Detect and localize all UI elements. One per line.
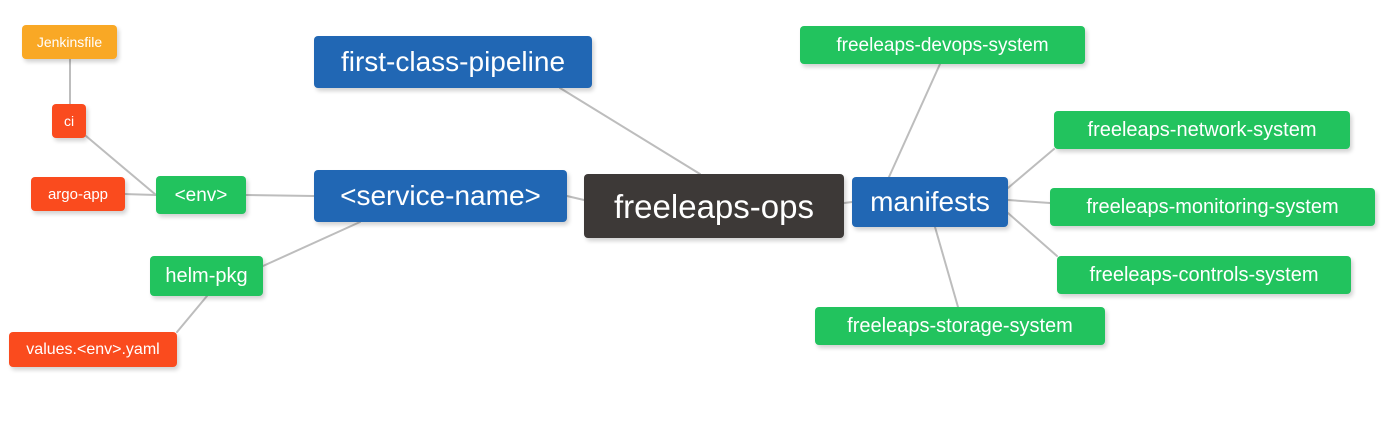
node-label: freeleaps-storage-system [847, 315, 1073, 337]
edge-manifests-to-freeleaps-network-system [1007, 148, 1055, 189]
node-jenkinsfile[interactable]: Jenkinsfile [22, 25, 117, 59]
node-freeleaps-storage-system[interactable]: freeleaps-storage-system [815, 307, 1105, 345]
edge-values-yaml-to-helm-pkg [176, 295, 208, 333]
node-label: freeleaps-controls-system [1089, 264, 1319, 286]
node-helm-pkg[interactable]: helm-pkg [150, 256, 263, 296]
node-values-yaml[interactable]: values.<env>.yaml [9, 332, 177, 367]
edge-manifests-to-freeleaps-storage-system [934, 226, 959, 308]
node-argo-app[interactable]: argo-app [31, 177, 125, 211]
edge-freeleaps-ops-to-manifests [843, 201, 853, 204]
edge-manifests-to-freeleaps-devops-system [888, 63, 941, 178]
edge-helm-pkg-to-service-name [262, 221, 361, 267]
node-freeleaps-monitoring-system[interactable]: freeleaps-monitoring-system [1050, 188, 1375, 226]
node-freeleaps-network-system[interactable]: freeleaps-network-system [1054, 111, 1350, 149]
node-label: freeleaps-monitoring-system [1086, 196, 1339, 218]
edge-env-to-service-name [245, 194, 315, 197]
edge-ci-to-env [85, 135, 157, 196]
node-label: helm-pkg [165, 265, 248, 287]
node-freeleaps-devops-system[interactable]: freeleaps-devops-system [800, 26, 1085, 64]
node-label: ci [63, 113, 75, 129]
node-label: freeleaps-network-system [1087, 119, 1317, 141]
node-freeleaps-ops[interactable]: freeleaps-ops [584, 174, 844, 238]
edge-manifests-to-freeleaps-monitoring-system [1007, 199, 1051, 204]
node-ci[interactable]: ci [52, 104, 86, 138]
node-env[interactable]: <env> [156, 176, 246, 214]
node-label: first-class-pipeline [340, 46, 566, 77]
node-label: <env> [174, 184, 228, 206]
node-freeleaps-controls-system[interactable]: freeleaps-controls-system [1057, 256, 1351, 294]
node-label: argo-app [47, 185, 109, 203]
edge-service-name-to-freeleaps-ops [566, 195, 585, 201]
node-label: manifests [870, 186, 990, 217]
node-label: values.<env>.yaml [26, 340, 160, 358]
node-label: freeleaps-devops-system [836, 34, 1049, 56]
node-service-name[interactable]: <service-name> [314, 170, 567, 222]
edge-manifests-to-freeleaps-controls-system [1007, 212, 1058, 257]
node-first-class-pipeline[interactable]: first-class-pipeline [314, 36, 592, 88]
edge-first-class-pipeline-to-freeleaps-ops [559, 87, 701, 175]
node-label: freeleaps-ops [614, 187, 814, 225]
node-label: <service-name> [340, 180, 541, 211]
node-label: Jenkinsfile [36, 34, 103, 50]
edge-argo-app-to-env [124, 193, 157, 196]
node-manifests[interactable]: manifests [852, 177, 1008, 227]
